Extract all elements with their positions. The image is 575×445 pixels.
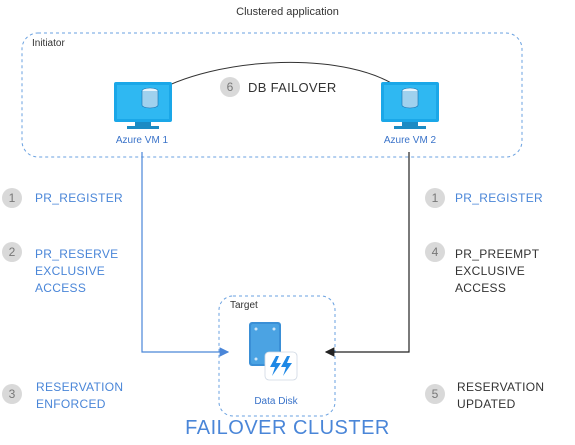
vm2-label: Azure VM 2	[383, 135, 437, 146]
left-step-3-number: 3	[2, 384, 22, 404]
failover-cluster-title: FAILOVER CLUSTER	[185, 417, 390, 439]
vm1-monitor-icon	[114, 82, 172, 129]
left-step-3-line-1: RESERVATION	[36, 380, 124, 394]
right-step-1-line-1: PR_REGISTER	[455, 191, 543, 205]
diagram-title: Clustered application	[236, 6, 339, 18]
failover-step-number: 6	[220, 77, 240, 97]
vm2-to-disk-arrow	[324, 152, 410, 357]
left-step-2-line-2: EXCLUSIVE	[35, 264, 106, 278]
right-step-4-line-3: ACCESS	[455, 281, 507, 295]
initiator-label: Initiator	[32, 38, 65, 49]
left-step-1-number: 1	[2, 188, 22, 208]
initiator-box	[21, 32, 523, 158]
right-step-5-line-1: RESERVATION	[457, 380, 545, 394]
failover-label: DB FAILOVER	[248, 80, 337, 95]
data-disk-icon	[249, 322, 298, 381]
left-step-1-text: PR_REGISTER	[35, 190, 123, 207]
right-step-1-text: PR_REGISTER	[455, 190, 543, 207]
right-step-4-line-1: PR_PREEMPT	[455, 247, 540, 261]
right-step-5-number: 5	[425, 384, 445, 404]
left-step-2-number: 2	[2, 242, 22, 262]
left-step-1-line-1: PR_REGISTER	[35, 191, 123, 205]
target-box	[218, 295, 336, 417]
vm1-label: Azure VM 1	[115, 135, 169, 146]
left-step-2-text: PR_RESERVE EXCLUSIVE ACCESS	[35, 246, 118, 297]
left-step-3-text: RESERVATION ENFORCED	[36, 379, 123, 413]
failover-arc	[149, 61, 403, 96]
left-step-2-line-3: ACCESS	[35, 281, 87, 295]
right-step-4-number: 4	[425, 242, 445, 262]
vm2-monitor-icon	[381, 82, 439, 129]
data-disk-label: Data Disk	[254, 396, 298, 407]
right-step-5-text: RESERVATION UPDATED	[457, 379, 544, 413]
left-step-2-line-1: PR_RESERVE	[35, 247, 119, 261]
target-label: Target	[230, 300, 258, 311]
vm1-to-disk-arrow	[141, 152, 230, 357]
right-step-4-text: PR_PREEMPT EXCLUSIVE ACCESS	[455, 246, 539, 297]
right-step-5-line-2: UPDATED	[457, 397, 516, 411]
right-step-4-line-2: EXCLUSIVE	[455, 264, 526, 278]
right-step-1-number: 1	[425, 188, 445, 208]
left-step-3-line-2: ENFORCED	[36, 397, 106, 411]
